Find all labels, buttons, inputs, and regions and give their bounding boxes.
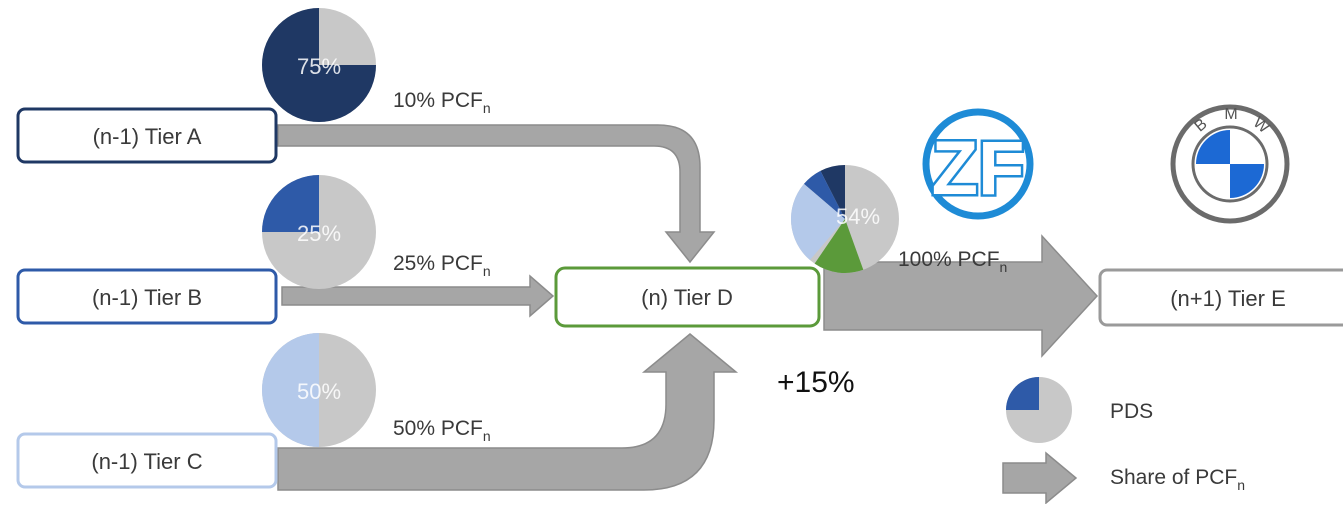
bmw-logo-quadrant-bottom-right [1230,164,1264,198]
bmw-logo: B M W [1170,104,1290,224]
pie-tier-d: 54% [791,165,899,273]
bmw-logo-letter-m: M [1224,106,1237,123]
flow-arrows [277,124,1099,491]
node-tier-b-label: (n-1) Tier B [92,285,202,310]
node-tier-c: (n-1) Tier C [16,432,278,489]
pie-tier-d-segment-d [814,219,864,273]
pie-tier-d-segment-a [820,165,845,219]
node-tier-e: (n+1) Tier E [1098,268,1343,327]
arrow-tier-d-to-tier-e [823,234,1099,358]
legend-share-label: Share of PCFn [1110,466,1245,493]
node-tier-d: (n) Tier D [554,266,821,328]
node-tier-b-box [16,268,278,325]
legend-share-arrow [1002,451,1078,505]
pie-tier-a-share [262,8,376,122]
arrow-tier-b-to-tier-d [281,274,555,318]
legend: PDS Share of PCFn [1002,377,1245,505]
node-tier-e-box [1098,268,1343,327]
flow-label-b-to-d: 25% PCFn [393,252,491,279]
pie-tier-c-label: 50% [297,379,341,404]
pie-tier-b: 25% [262,175,376,289]
node-tier-c-box [16,432,278,489]
pie-tier-b-share [262,175,319,232]
pie-tier-d-segment-b [803,170,845,219]
pie-tier-c-share [262,333,319,447]
legend-pds-pie-share [1006,377,1039,410]
node-tier-e-label: (n+1) Tier E [1170,286,1286,311]
node-tier-d-box [554,266,821,328]
node-tier-a: (n-1) Tier A [16,107,278,164]
arrow-tier-a-to-tier-d [277,124,716,264]
node-tier-c-label: (n-1) Tier C [91,449,202,474]
pie-tier-a-label: 75% [297,54,341,79]
zf-logo-text: ZF [932,126,1025,211]
pie-tier-a: 75% [262,8,376,122]
arrow-tier-c-to-tier-d [277,333,739,491]
flow-label-c-to-d: 50% PCFn [393,417,491,444]
zf-logo-ring [922,108,1034,220]
zf-logo: ZF [922,108,1034,220]
flow-label-a-to-d: 10% PCFn [393,89,491,116]
node-tier-d-label: (n) Tier D [641,285,733,310]
node-tier-a-box [16,107,278,164]
pie-tier-b-label: 25% [297,221,341,246]
flow-label-d-to-e: 100% PCFn [898,248,1007,275]
delta-label: +15% [777,366,855,399]
pie-tier-d-label: 54% [836,204,880,229]
node-tier-a-label: (n-1) Tier A [93,124,202,149]
pie-tier-c: 50% [262,333,376,447]
node-tier-b: (n-1) Tier B [16,268,278,325]
legend-pds-label: PDS [1110,400,1153,423]
pie-tier-d-segment-c [791,183,845,261]
bmw-logo-quadrant-top-left [1196,130,1230,164]
